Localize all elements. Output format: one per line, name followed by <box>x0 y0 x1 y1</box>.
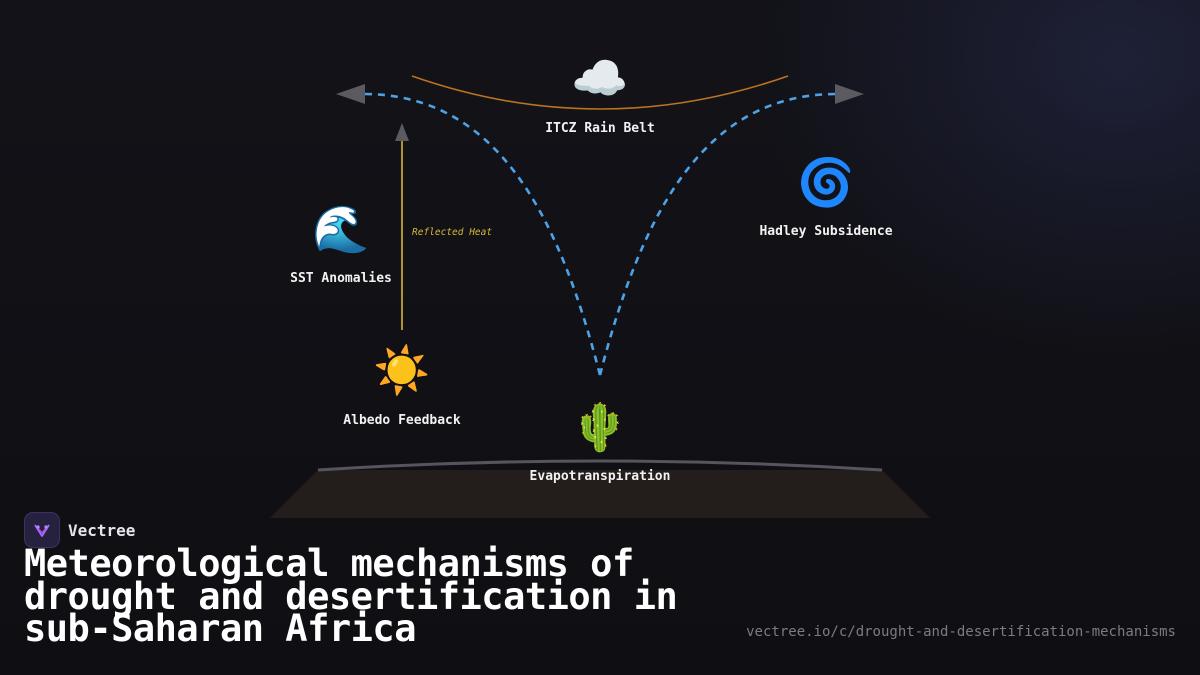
source-url: vectree.io/c/drought-and-desertification… <box>746 624 1176 640</box>
ground-line <box>317 459 883 472</box>
arrowhead-left <box>336 84 365 104</box>
cloud-icon: ☁️ <box>571 51 629 105</box>
rain-belt-arc <box>411 75 789 110</box>
reflected-heat-label: Reflected Heat <box>412 227 493 238</box>
evapotranspiration-label: Evapotranspiration <box>529 469 671 484</box>
itcz-rain-belt-label: ITCZ Rain Belt <box>545 121 655 136</box>
vectree-logo-icon <box>24 512 60 548</box>
page-title: Meteorological mechanisms of drought and… <box>24 542 678 650</box>
sst-anomalies-label: SST Anomalies <box>290 271 392 286</box>
ground-platform <box>270 470 930 518</box>
cactus-icon: 🌵 <box>571 400 629 454</box>
cyclone-icon: 🌀 <box>797 155 855 209</box>
arrowhead-right <box>835 84 864 104</box>
wave-icon: 🌊 <box>312 202 370 256</box>
brand-name: Vectree <box>68 520 136 540</box>
brand: Vectree <box>24 512 135 548</box>
albedo-feedback-label: Albedo Feedback <box>343 413 461 428</box>
sun-icon: ☀️ <box>373 343 431 397</box>
hadley-subsidence-label: Hadley Subsidence <box>759 224 893 239</box>
reflected-heat-arrowhead <box>395 123 409 141</box>
